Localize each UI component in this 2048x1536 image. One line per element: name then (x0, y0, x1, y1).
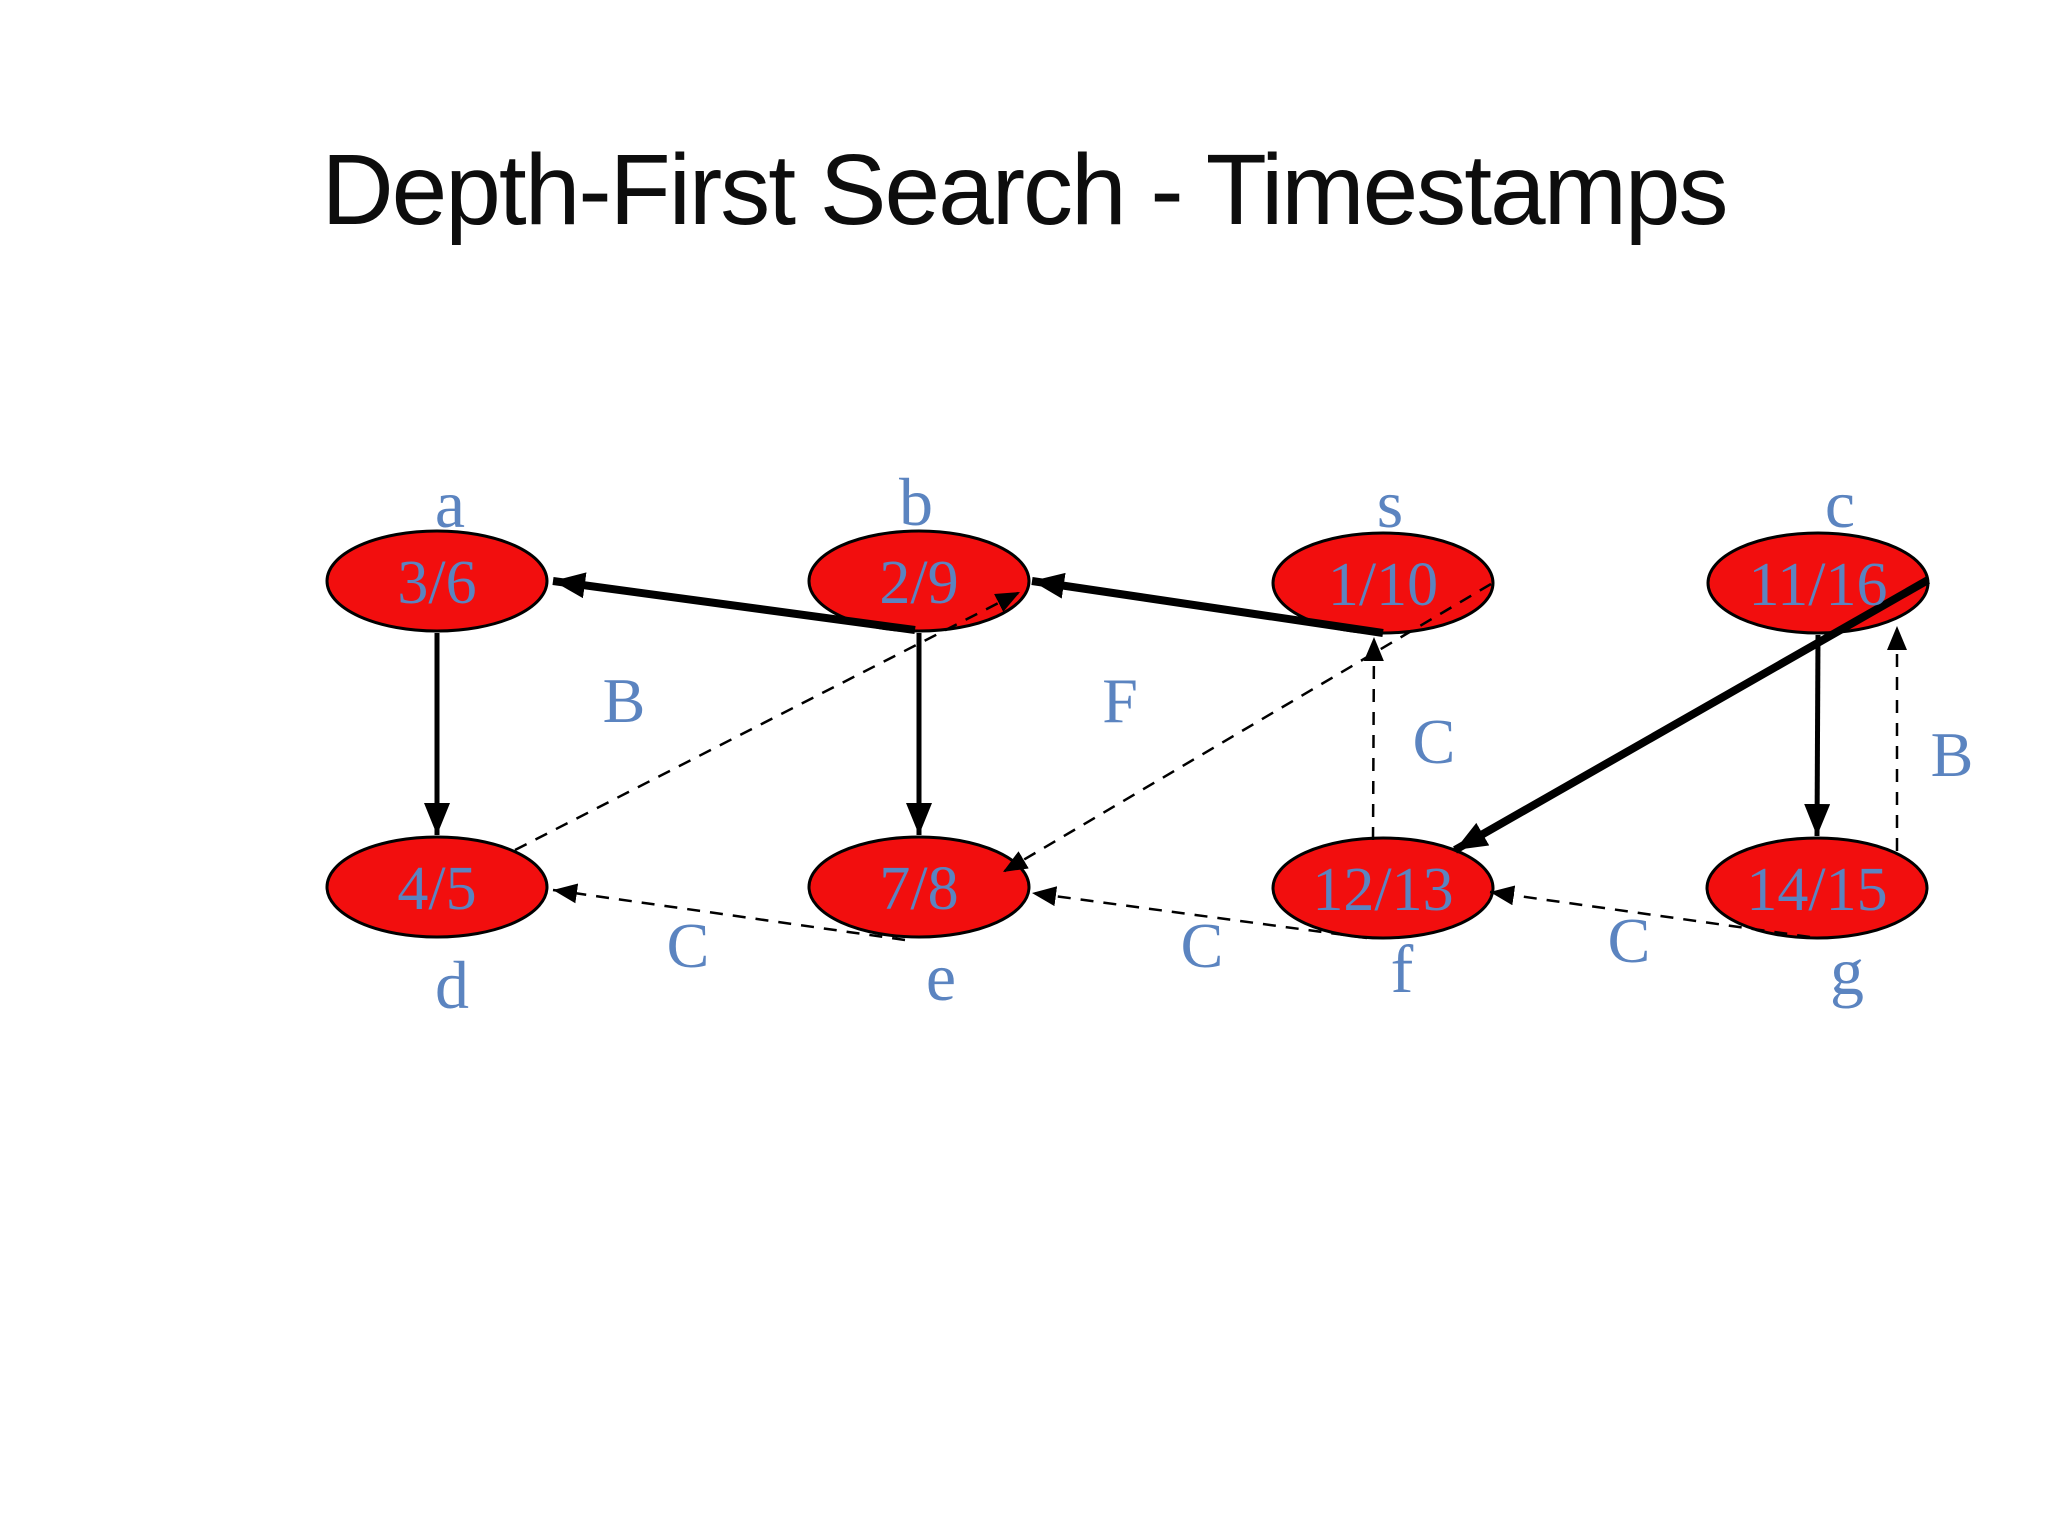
node-a-label: a (435, 466, 465, 542)
labels-layer: 3/6 a 2/9 b 1/10 s 11/16 c 4/5 d 7/8 e 12/13 f 14/15 g B… (397, 464, 1973, 1023)
node-b-label: b (899, 464, 933, 540)
cross-edge-f-to-s (1363, 636, 1384, 841)
node-f-timestamp: 12/13 (1312, 856, 1453, 924)
edge-label-back-edge-d-to-b: B (603, 665, 646, 736)
node-a (325, 529, 549, 633)
tree-edge-c-to-g (1804, 634, 1831, 837)
edge-label-cross-edge-g-to-f: C (1608, 905, 1651, 976)
node-b-timestamp: 2/9 (879, 549, 958, 617)
node-g-label: g (1830, 933, 1864, 1009)
node-e-label: e (926, 939, 956, 1015)
cross-edge-f-to-e (1031, 886, 1368, 940)
node-c-label: c (1825, 466, 1855, 542)
node-d (325, 835, 549, 939)
edge-label-cross-edge-f-to-e: C (1181, 910, 1224, 981)
back-edge-d-to-b (514, 590, 1021, 852)
node-s-label: s (1377, 466, 1403, 542)
edge-label-cross-edge-f-to-s: C (1413, 706, 1456, 777)
node-g-timestamp: 14/15 (1746, 856, 1887, 924)
tree-edge-b-to-a (552, 572, 916, 634)
edges-layer (424, 572, 1930, 942)
tree-edge-s-to-b (1031, 572, 1384, 637)
node-e-timestamp: 7/8 (879, 855, 958, 923)
node-c-timestamp: 11/16 (1749, 551, 1888, 619)
node-s-timestamp: 1/10 (1328, 551, 1438, 619)
tree-edge-c-to-f (1453, 576, 1930, 854)
node-a-timestamp: 3/6 (397, 549, 476, 617)
edge-label-forward-edge-s-to-e: F (1102, 665, 1138, 736)
node-f-label: f (1391, 931, 1414, 1007)
node-b (807, 529, 1031, 633)
node-d-timestamp: 4/5 (397, 855, 476, 923)
forward-edge-s-to-e (1002, 582, 1492, 874)
cross-edge-g-to-f (1489, 885, 1811, 939)
node-g (1705, 836, 1929, 940)
node-d-label: d (435, 947, 469, 1023)
slide-title: Depth-First Search - Timestamps (321, 134, 1728, 246)
edge-label-cross-edge-e-to-d: C (667, 910, 710, 981)
node-e (807, 835, 1031, 939)
edge-label-back-edge-g-to-c: B (1931, 719, 1974, 790)
